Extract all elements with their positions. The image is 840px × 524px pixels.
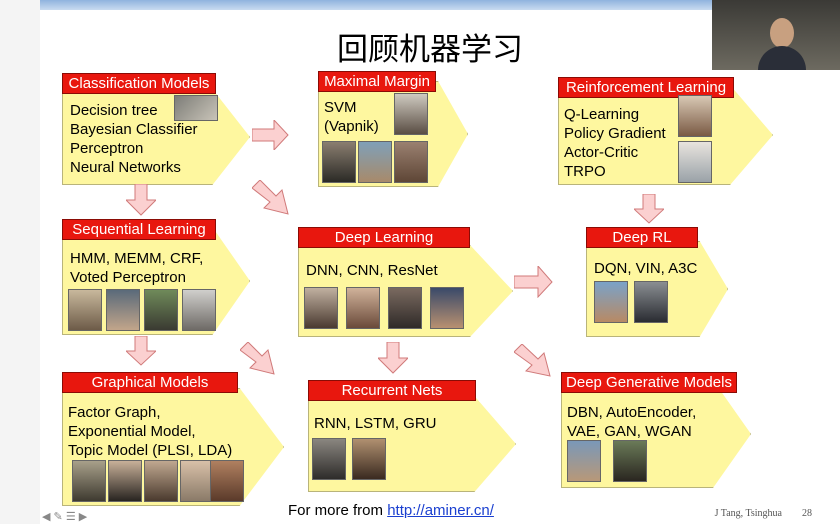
deep-box: Deep Learning DNN, CNN, ResNet [298, 227, 513, 337]
arrow-down-icon [634, 194, 664, 224]
rl-line-3: Actor-Critic [564, 144, 639, 161]
sequential-label: Sequential Learning [62, 219, 216, 240]
researcher-photo [567, 440, 601, 482]
researcher-photo [346, 287, 380, 329]
generative-line-1: DBN, AutoEncoder, [567, 404, 697, 421]
presenter-head [770, 18, 794, 48]
margin-line-2: (Vapnik) [324, 118, 379, 135]
deep-label: Deep Learning [298, 227, 470, 248]
graphical-line-2: Exponential Model, [68, 423, 196, 440]
researcher-photo [304, 287, 338, 329]
researcher-photo [352, 438, 386, 480]
menu-icon[interactable]: ☰ [65, 511, 76, 523]
deep-line-1: DNN, CNN, ResNet [306, 262, 438, 279]
researcher-photo [394, 141, 428, 183]
classification-line-2: Bayesian Classifier [70, 121, 198, 138]
margin-label: Maximal Margin [318, 71, 436, 92]
researcher-photo [394, 93, 428, 135]
arrow-right-icon[interactable]: ▶ [78, 511, 88, 523]
deeprl-box: Deep RL DQN, VIN, A3C [586, 227, 728, 337]
researcher-photo [322, 141, 356, 183]
slide-title: 回顾机器学习 [337, 32, 523, 68]
researcher-photo [68, 289, 102, 331]
arrow-down-right-icon [240, 342, 275, 375]
margin-box: Maximal Margin SVM (Vapnik) [318, 71, 468, 187]
rl-box: Reinforcement Learning Q-Learning Policy… [558, 77, 773, 185]
generative-line-2: VAE, GAN, WGAN [567, 423, 692, 440]
footer-prefix: For more from [288, 502, 388, 519]
arrow-down-icon [126, 184, 156, 216]
rl-line-4: TRPO [564, 163, 606, 180]
researcher-photo [594, 281, 628, 323]
presenter-video [712, 0, 840, 70]
margin-line-1: SVM [324, 99, 357, 116]
classification-line-4: Neural Networks [70, 159, 181, 176]
sequential-line-1: HMM, MEMM, CRF, [70, 250, 204, 267]
recurrent-line-1: RNN, LSTM, GRU [314, 415, 437, 432]
generative-label: Deep Generative Models [561, 372, 737, 393]
researcher-photo [388, 287, 422, 329]
researcher-photo [180, 460, 214, 502]
graphical-line-3: Topic Model (PLSI, LDA) [68, 442, 233, 459]
recurrent-label: Recurrent Nets [308, 380, 476, 401]
classification-label: Classification Models [62, 73, 216, 94]
slide-credit: J Tang, Tsinghua [714, 508, 782, 519]
researcher-photo [678, 141, 712, 183]
researcher-photo [182, 289, 216, 331]
recurrent-box: Recurrent Nets RNN, LSTM, GRU [308, 380, 516, 492]
classification-box: Classification Models Decision tree Baye… [62, 73, 250, 185]
deeprl-line-1: DQN, VIN, A3C [594, 260, 698, 277]
researcher-photo [634, 281, 668, 323]
arrow-right-icon [252, 120, 289, 150]
researcher-photo [72, 460, 106, 502]
graphical-box: Graphical Models Factor Graph, Exponenti… [62, 372, 284, 506]
rl-label: Reinforcement Learning [558, 77, 734, 98]
researcher-photo [174, 95, 218, 121]
sequential-line-2: Voted Perceptron [70, 269, 186, 286]
page-number: 28 [802, 508, 812, 519]
arrow-right-icon [514, 266, 553, 298]
pen-icon[interactable]: ✎ [53, 511, 63, 523]
researcher-photo [106, 289, 140, 331]
rl-line-2: Policy Gradient [564, 125, 666, 142]
presenter-body [758, 46, 806, 70]
arrow-down-right-icon [252, 180, 289, 215]
graphical-line-1: Factor Graph, [68, 404, 161, 421]
researcher-photo [210, 460, 244, 502]
arrow-down-icon [378, 342, 408, 374]
graphical-label: Graphical Models [62, 372, 238, 393]
researcher-photo [358, 141, 392, 183]
sequential-box: Sequential Learning HMM, MEMM, CRF, Vote… [62, 219, 250, 335]
classification-line-1: Decision tree [70, 102, 158, 119]
aminer-link[interactable]: http://aminer.cn/ [387, 502, 494, 519]
researcher-photo [108, 460, 142, 502]
researcher-photo [613, 440, 647, 482]
researcher-photo [430, 287, 464, 329]
deeprl-label: Deep RL [586, 227, 698, 248]
arrow-down-icon [126, 336, 156, 366]
footer-text: For more from http://aminer.cn/ [288, 502, 494, 519]
arrow-left-icon[interactable]: ◀ [42, 511, 51, 523]
researcher-photo [144, 460, 178, 502]
slide-top-bar [0, 0, 840, 10]
generative-box: Deep Generative Models DBN, AutoEncoder,… [561, 372, 751, 488]
slide-left-margin [0, 0, 40, 524]
researcher-photo [312, 438, 346, 480]
arrow-down-right-icon [514, 344, 551, 377]
researcher-photo [678, 95, 712, 137]
rl-line-1: Q-Learning [564, 106, 640, 123]
slide-nav-controls: ◀ ✎ ☰ ▶ [42, 510, 87, 523]
researcher-photo [144, 289, 178, 331]
classification-line-3: Perceptron [70, 140, 144, 157]
